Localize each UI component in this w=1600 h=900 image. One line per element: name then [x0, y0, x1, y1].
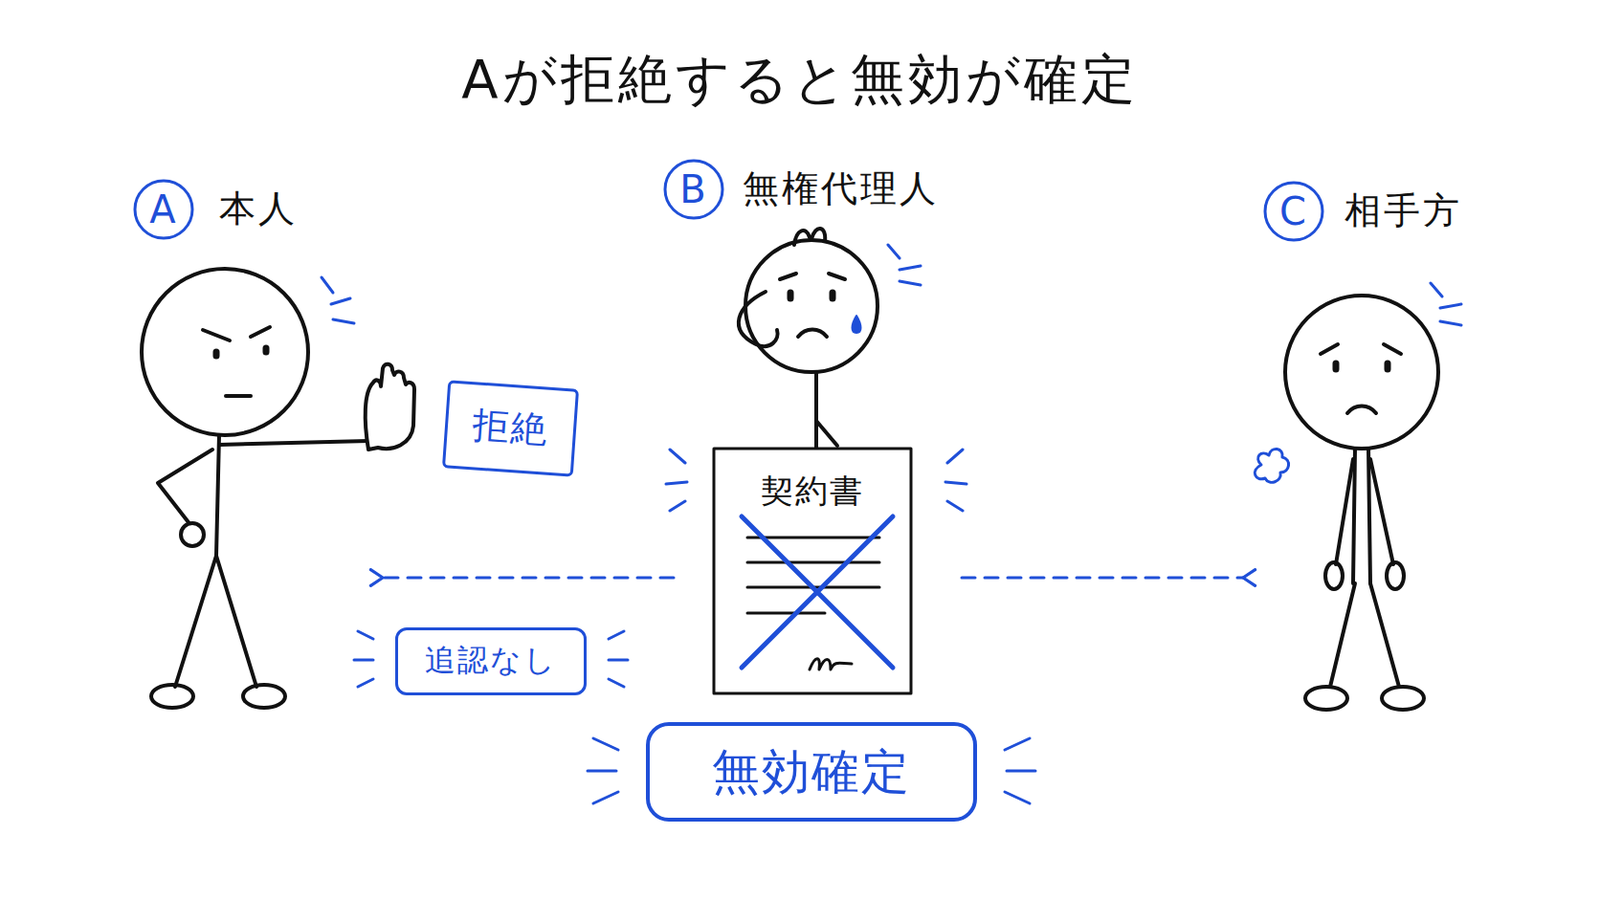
person-c	[1254, 295, 1439, 711]
role-label: 本人	[219, 189, 298, 230]
node-text: A	[149, 188, 178, 231]
emphasis-ticks	[321, 244, 1462, 804]
role-label: 相手方	[1344, 191, 1463, 232]
dashed-arrow	[382, 577, 1244, 580]
node-text: B	[679, 168, 708, 211]
circle-outline	[134, 180, 193, 239]
title: Aが拒絶すると無効が確定	[0, 49, 1600, 110]
contract-document: 契約書	[713, 448, 912, 694]
circle-letter: C	[1263, 180, 1325, 243]
role-label: 無権代理人	[742, 169, 939, 210]
person-a	[141, 268, 415, 709]
void-confirmed-box: 無効確定	[645, 722, 978, 823]
node-text: 追認なし	[424, 644, 557, 678]
node-text: 無効確定	[711, 746, 912, 800]
no-ratification-box: 追認なし	[395, 627, 587, 696]
circle-letter: A	[133, 178, 195, 241]
circle-outline	[665, 160, 723, 219]
person-b	[738, 228, 878, 449]
node-text: 契約書	[760, 473, 865, 510]
node-text: 拒絶	[470, 405, 551, 451]
contract-paper	[713, 448, 912, 694]
circle-outline	[1265, 182, 1323, 241]
reject-box: 拒絶	[441, 379, 578, 477]
circle-letter: B	[663, 158, 725, 221]
node-text: C	[1279, 190, 1309, 233]
